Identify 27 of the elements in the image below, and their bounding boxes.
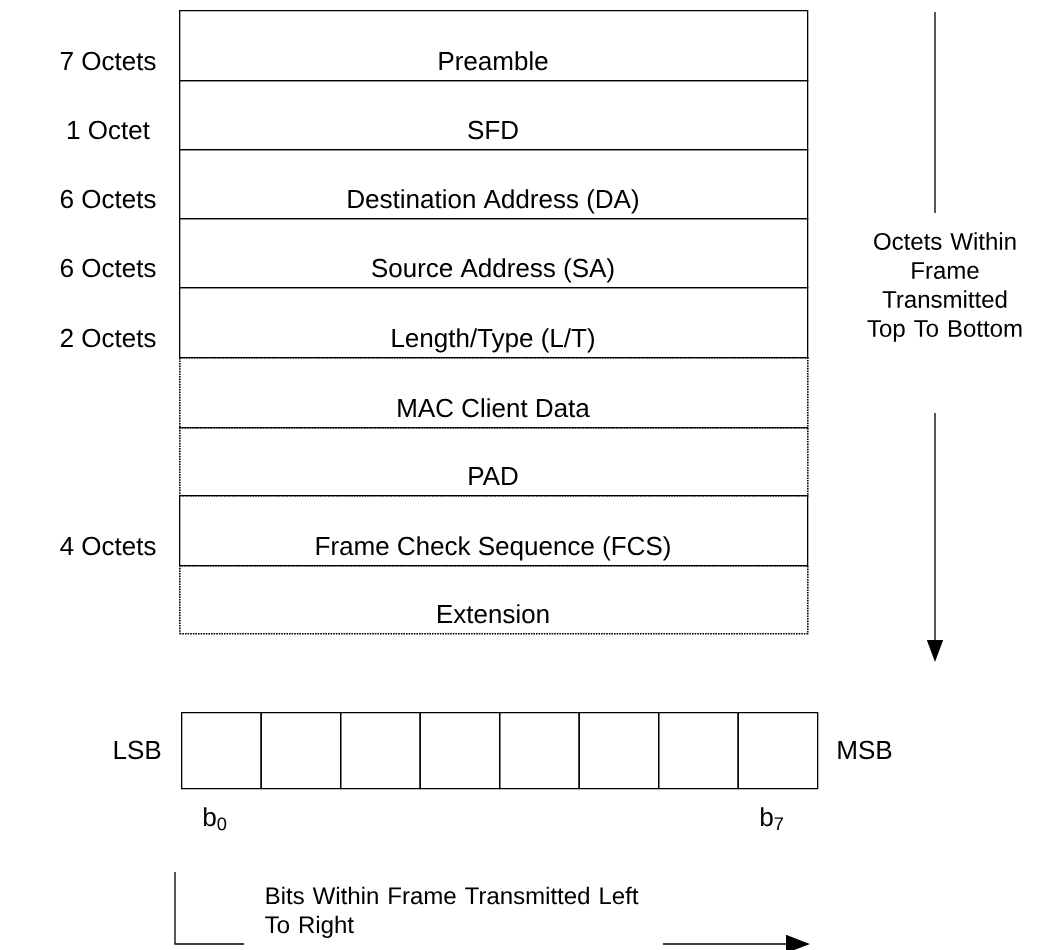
frame-field: Length/Type (L/T) [179,287,809,359]
bit-cell [578,712,660,790]
bit-order-label: MSB [838,740,892,760]
bit-cell [340,712,421,790]
frame-field: Destination Address (DA) [179,149,809,220]
frame-field: Frame Check Sequence (FCS) [179,495,809,567]
frame-field: SFD [179,80,809,151]
bit-index: b$_{0}$ [204,807,227,831]
bit-cell [260,712,342,790]
octet-count: 6 Octets [60,189,156,209]
direction-note: Bits Within Frame Transmitted Left To Right [265,886,639,938]
frame-field: Preamble [179,10,809,82]
bit-order-label: LSB [114,740,161,760]
octet-count: 1 Octet [68,120,150,140]
bit-cell [658,712,739,790]
direction-note: Octets Within Frame Transmitted Top To Bottom [867,232,1022,342]
frame-field: Extension [179,565,809,635]
bit-cell [419,712,501,790]
bit-index: b$_{7}$ [761,807,783,830]
octet-count: 7 Octets [60,51,156,71]
frame-field: MAC Client Data [179,357,809,429]
octet-count: 4 Octets [60,536,156,556]
frame-field: PAD [179,427,809,497]
bit-cell [499,712,580,790]
frame-field: Source Address (SA) [179,218,809,289]
octet-count: 6 Octets [60,258,156,278]
octet-count: 2 Octets [60,328,156,348]
